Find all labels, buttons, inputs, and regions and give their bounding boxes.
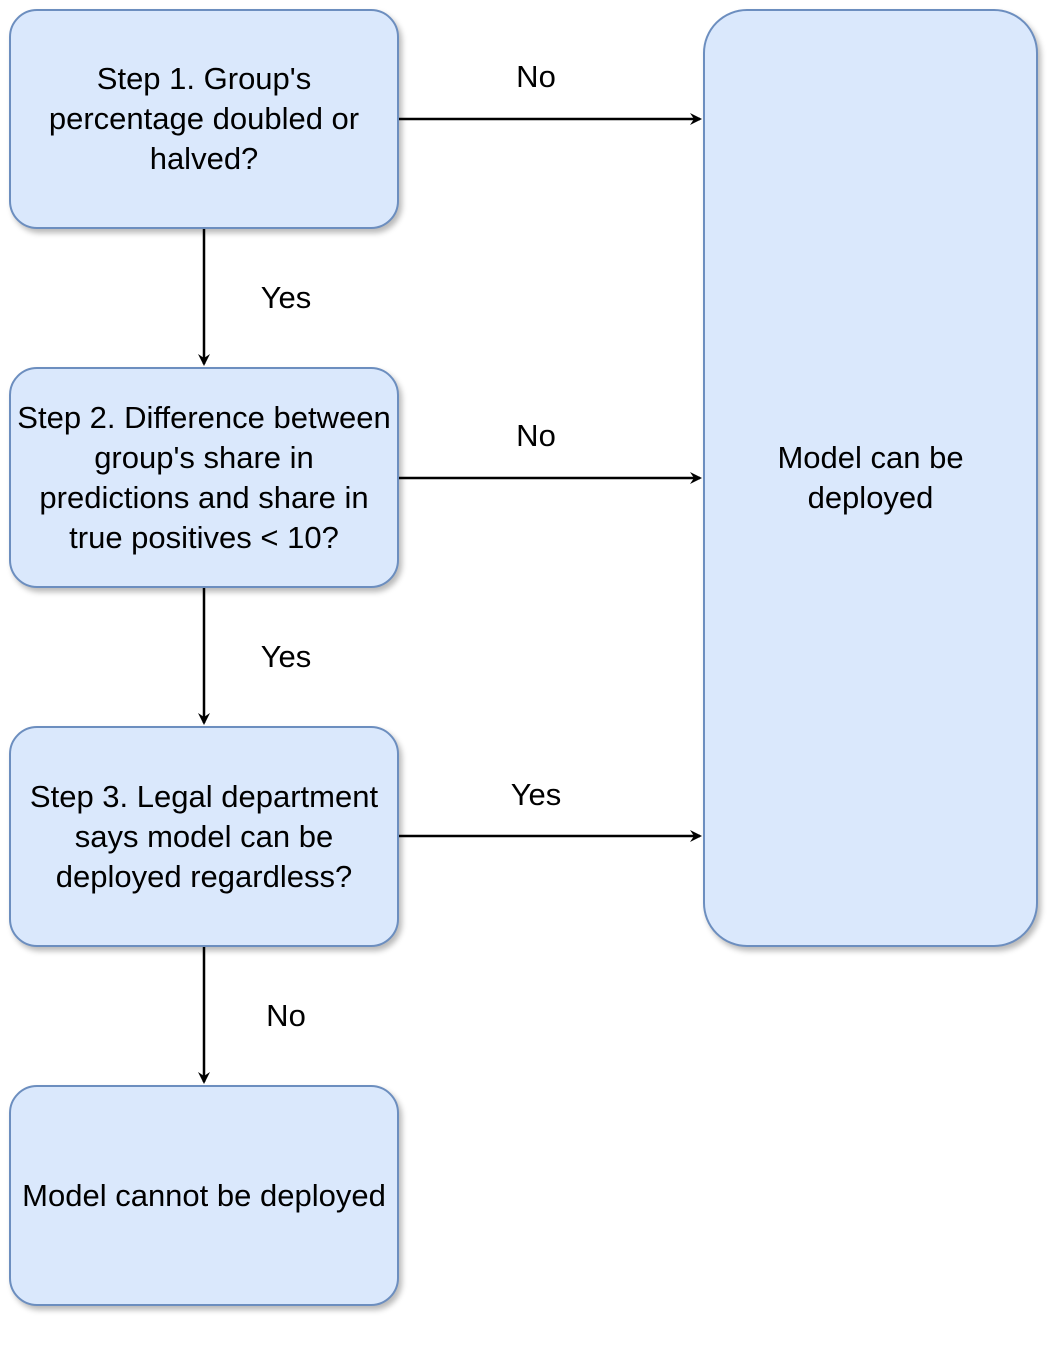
step3-text: Step 3. Legal department says model can …: [29, 778, 379, 894]
cannot-deploy-text: Model cannot be deployed: [22, 1177, 386, 1213]
edge-label-step1-yes: Yes: [260, 280, 312, 315]
edge-label-step2-yes: Yes: [260, 639, 312, 674]
can-deploy-node: Model can be deployed: [703, 9, 1038, 947]
cannot-deploy-node: Model cannot be deployed: [9, 1085, 399, 1306]
can-deploy-text: Model can be deployed: [777, 440, 964, 515]
edge-label-step3-yes: Yes: [510, 777, 562, 812]
step2-node: Step 2. Difference between group's share…: [9, 367, 399, 588]
step3-node: Step 3. Legal department says model can …: [9, 726, 399, 947]
edge-label-step1-no: No: [516, 59, 556, 94]
edge-label-step2-no: No: [516, 418, 556, 453]
step1-text: Step 1. Group's percentage doubled or ha…: [48, 61, 360, 176]
step1-node: Step 1. Group's percentage doubled or ha…: [9, 9, 399, 229]
edge-label-step3-no: No: [266, 998, 306, 1033]
step2-text: Step 2. Difference between group's share…: [17, 399, 391, 555]
